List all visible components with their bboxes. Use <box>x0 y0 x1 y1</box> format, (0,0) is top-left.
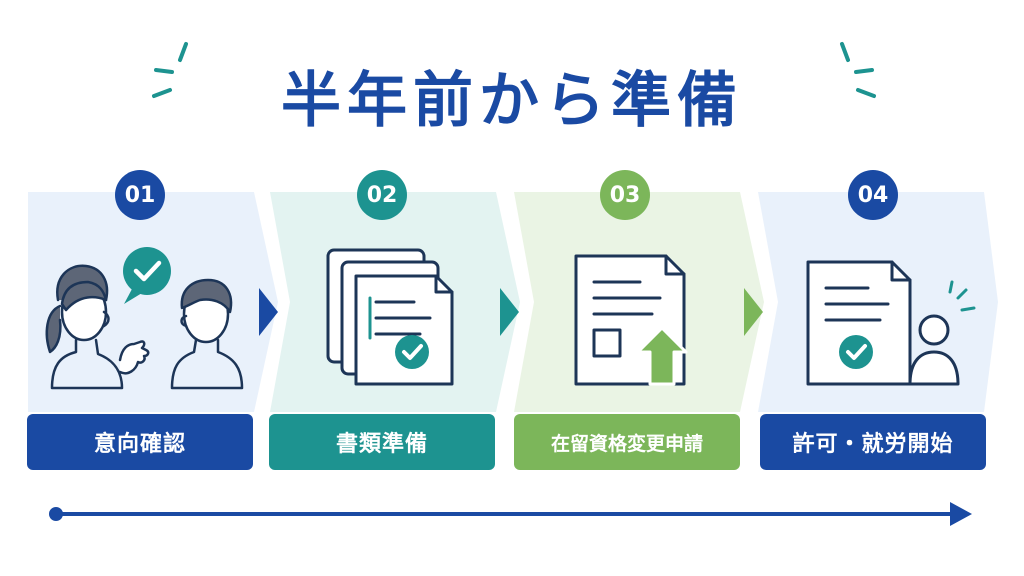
document-upload-icon <box>574 254 688 386</box>
conversation-check-icon <box>45 247 244 390</box>
step-1-label: 意向確認 <box>27 414 253 470</box>
step-1-number-badge: 01 <box>115 170 165 220</box>
left-spark-icon <box>152 42 188 98</box>
step-2-number-badge: 02 <box>357 170 407 220</box>
documents-check-icon <box>326 248 454 386</box>
step-3-label: 在留資格変更申請 <box>514 414 740 470</box>
right-spark-icon <box>840 42 876 98</box>
step-3-number-badge: 03 <box>600 170 650 220</box>
timeline-arrow <box>49 502 972 526</box>
page-title: 半年前から準備 <box>281 66 743 136</box>
step-1-panel <box>28 192 278 412</box>
document-person-icon <box>806 260 976 386</box>
connector-arrow-2 <box>500 288 519 336</box>
step-4-label: 許可・就労開始 <box>760 414 986 470</box>
step-2-label: 書類準備 <box>269 414 495 470</box>
connector-arrow-3 <box>744 288 763 336</box>
connector-arrow-1 <box>259 288 278 336</box>
step-4-number-badge: 04 <box>848 170 898 220</box>
